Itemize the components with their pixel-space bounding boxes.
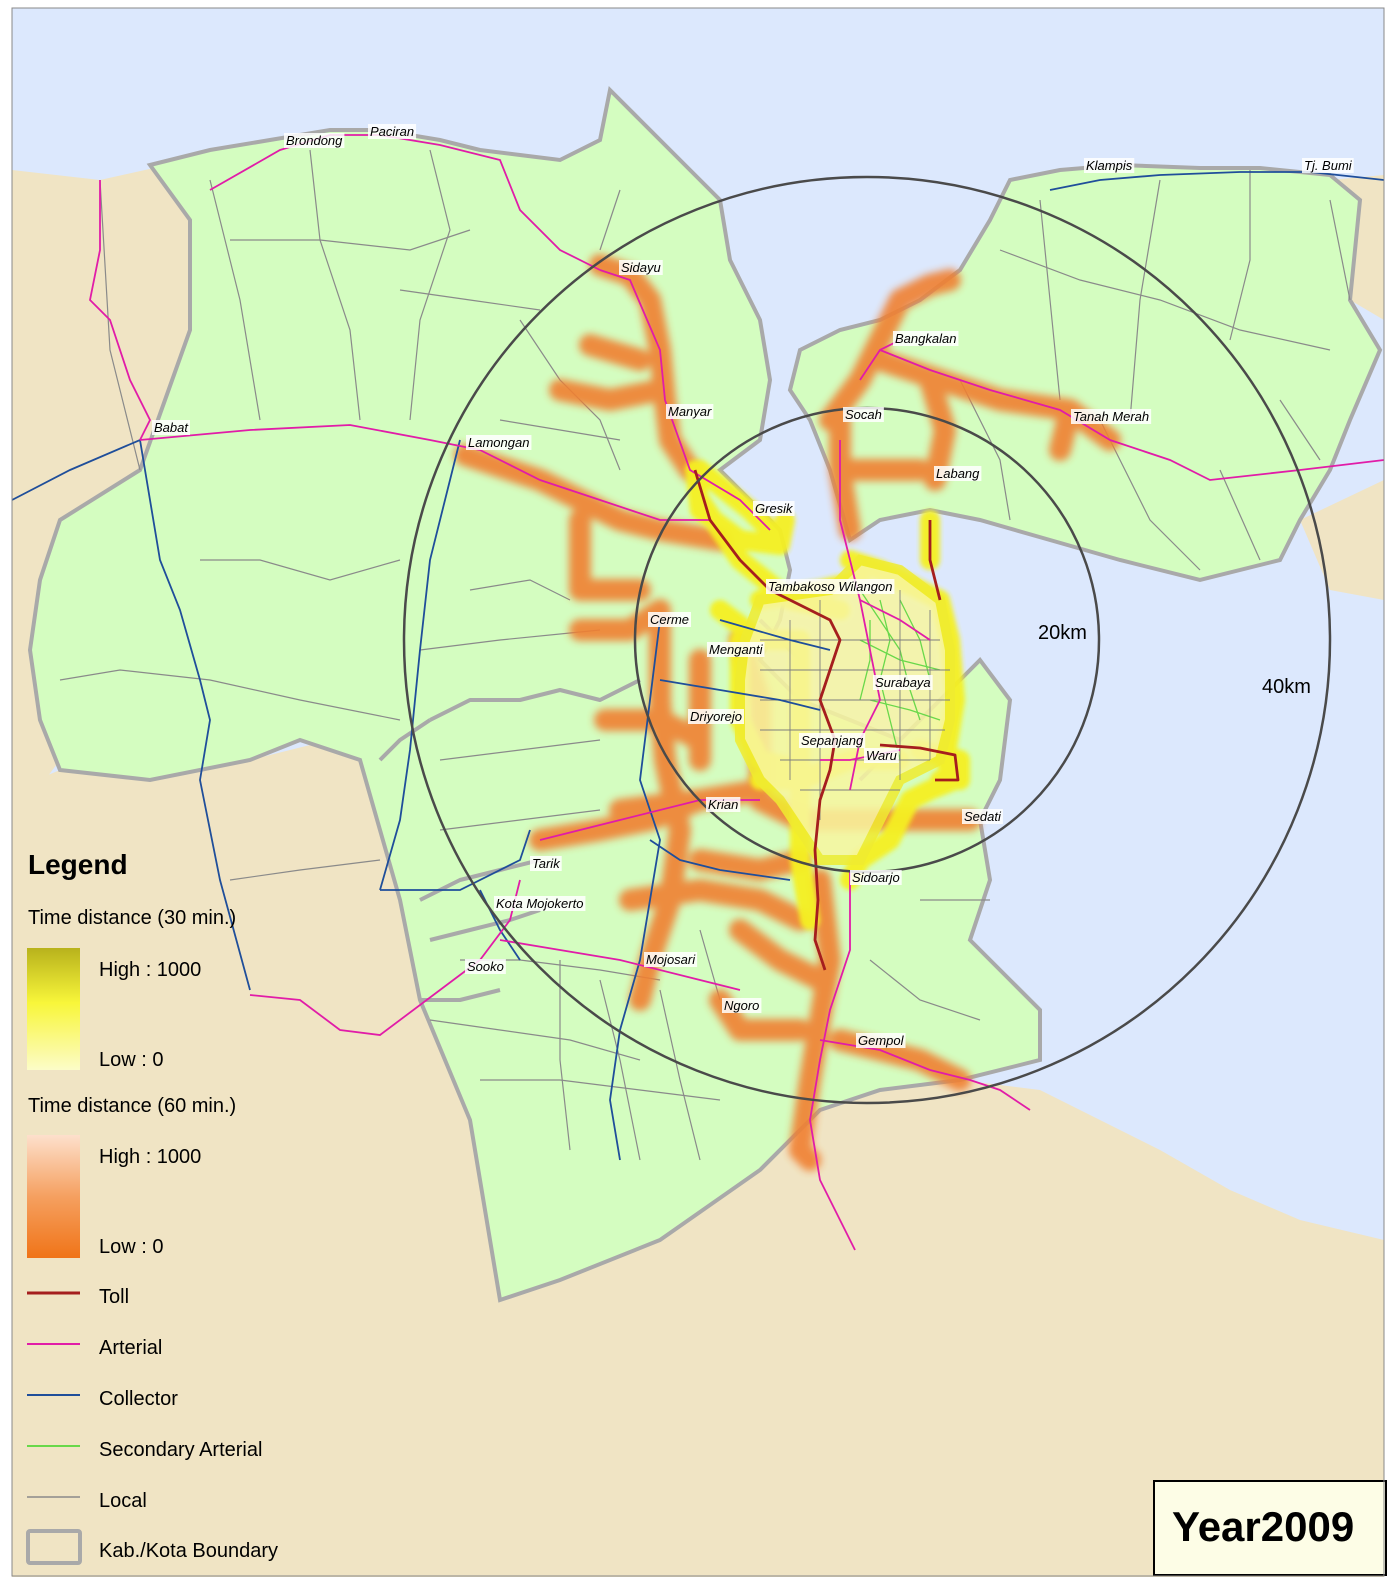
svg-text:Surabaya: Surabaya: [875, 675, 931, 690]
place-sidayu: Sidayu: [619, 260, 663, 275]
place-labels: Brondong Paciran Klampis Tj. Bumi Sidayu…: [152, 124, 1354, 1048]
place-babat: Babat: [152, 420, 190, 435]
svg-text:Gempol: Gempol: [858, 1033, 905, 1048]
legend-arterial-label: Arterial: [99, 1337, 162, 1359]
svg-text:Mojosari: Mojosari: [646, 952, 696, 967]
ring-40km-label: 40km: [1262, 676, 1311, 698]
svg-text:Klampis: Klampis: [1086, 158, 1133, 173]
place-waru: Waru: [864, 748, 899, 763]
place-gresik: Gresik: [753, 501, 795, 516]
svg-text:Cerme: Cerme: [650, 612, 689, 627]
legend-local-label: Local: [99, 1490, 147, 1512]
svg-text:Kota Mojokerto: Kota Mojokerto: [496, 896, 583, 911]
legend-time30-high: High : 1000: [99, 959, 201, 981]
place-brondong: Brondong: [284, 133, 345, 148]
surabaya-urban-core: [735, 554, 955, 865]
place-klampis: Klampis: [1084, 158, 1135, 173]
legend-toll-label: Toll: [99, 1286, 129, 1308]
place-krian: Krian: [706, 797, 741, 812]
legend-time60-high: High : 1000: [99, 1146, 201, 1168]
toll-roads: [693, 469, 960, 971]
place-sidoarjo: Sidoarjo: [850, 870, 902, 885]
svg-text:Waru: Waru: [866, 748, 897, 763]
svg-text:Driyorejo: Driyorejo: [690, 709, 742, 724]
svg-text:Krian: Krian: [708, 797, 738, 812]
svg-text:Sidayu: Sidayu: [621, 260, 661, 275]
place-lamongan: Lamongan: [466, 435, 532, 450]
legend-time30-title: Time distance (30 min.): [28, 907, 236, 929]
svg-text:Labang: Labang: [936, 466, 980, 481]
svg-text:Babat: Babat: [154, 420, 189, 435]
svg-text:Tarik: Tarik: [532, 856, 561, 871]
place-cerme: Cerme: [648, 612, 692, 627]
ring-20km-label: 20km: [1038, 622, 1087, 644]
svg-text:Tj. Bumi: Tj. Bumi: [1304, 158, 1353, 173]
place-socah: Socah: [843, 407, 884, 422]
place-tarik: Tarik: [530, 856, 562, 871]
legend-secondary-arterial-label: Secondary Arterial: [99, 1439, 262, 1461]
ring-40km: [402, 175, 1332, 1105]
svg-text:Socah: Socah: [845, 407, 882, 422]
legend-time60-title: Time distance (60 min.): [28, 1095, 236, 1117]
map-frame: [11, 7, 1385, 1577]
legend-boundary-swatch: [26, 1529, 82, 1565]
legend-time60-swatch: [27, 1135, 80, 1258]
svg-text:Sidoarjo: Sidoarjo: [852, 870, 900, 885]
legend-title: Legend: [28, 849, 128, 880]
place-tambakoso-wilangon: Tambakoso Wilangon: [766, 579, 895, 594]
place-manyar: Manyar: [666, 404, 714, 419]
svg-text:Sedati: Sedati: [964, 809, 1002, 824]
svg-text:Gresik: Gresik: [755, 501, 794, 516]
place-ngoro: Ngoro: [722, 998, 762, 1013]
svg-text:Manyar: Manyar: [668, 404, 712, 419]
year-label: Year2009: [1172, 1503, 1354, 1550]
place-gempol: Gempol: [856, 1033, 906, 1048]
place-labang: Labang: [934, 466, 982, 481]
land-outside-east: [1300, 480, 1384, 600]
land-outside-west: [12, 160, 190, 800]
svg-text:Paciran: Paciran: [370, 124, 414, 139]
svg-text:Tanah Merah: Tanah Merah: [1073, 409, 1149, 424]
year-box: Year2009: [1153, 1480, 1387, 1576]
svg-text:Menganti: Menganti: [709, 642, 764, 657]
place-sooko: Sooko: [465, 959, 506, 974]
svg-text:Sepanjang: Sepanjang: [801, 733, 864, 748]
legend-time60-low: Low : 0: [99, 1236, 163, 1258]
collector-roads: [11, 171, 1385, 1161]
legend-boundary-label: Kab./Kota Boundary: [99, 1540, 278, 1562]
svg-text:Tambakoso Wilangon: Tambakoso Wilangon: [768, 579, 892, 594]
place-sedati: Sedati: [962, 809, 1003, 824]
place-paciran: Paciran: [368, 124, 417, 139]
place-surabaya: Surabaya: [873, 675, 933, 690]
legend-time30-low: Low : 0: [99, 1049, 163, 1071]
place-tj-bumi: Tj. Bumi: [1302, 158, 1354, 173]
legend-collector-label: Collector: [99, 1388, 178, 1410]
place-driyorejo: Driyorejo: [688, 709, 745, 724]
svg-text:Lamongan: Lamongan: [468, 435, 529, 450]
place-mojosari: Mojosari: [644, 952, 698, 967]
place-tanah-merah: Tanah Merah: [1071, 409, 1152, 424]
legend-time30-swatch: [27, 948, 80, 1070]
place-kota-mojokerto: Kota Mojokerto: [494, 896, 586, 911]
svg-text:Bangkalan: Bangkalan: [895, 331, 956, 346]
legend: Legend Time distance (30 min.) High : 10…: [26, 849, 278, 1565]
svg-text:Ngoro: Ngoro: [724, 998, 759, 1013]
land-outside-south: [12, 740, 1384, 1577]
place-bangkalan: Bangkalan: [893, 331, 959, 346]
place-sepanjang: Sepanjang: [799, 733, 866, 748]
svg-text:Brondong: Brondong: [286, 133, 343, 148]
place-menganti: Menganti: [707, 642, 765, 657]
svg-text:Sooko: Sooko: [467, 959, 504, 974]
